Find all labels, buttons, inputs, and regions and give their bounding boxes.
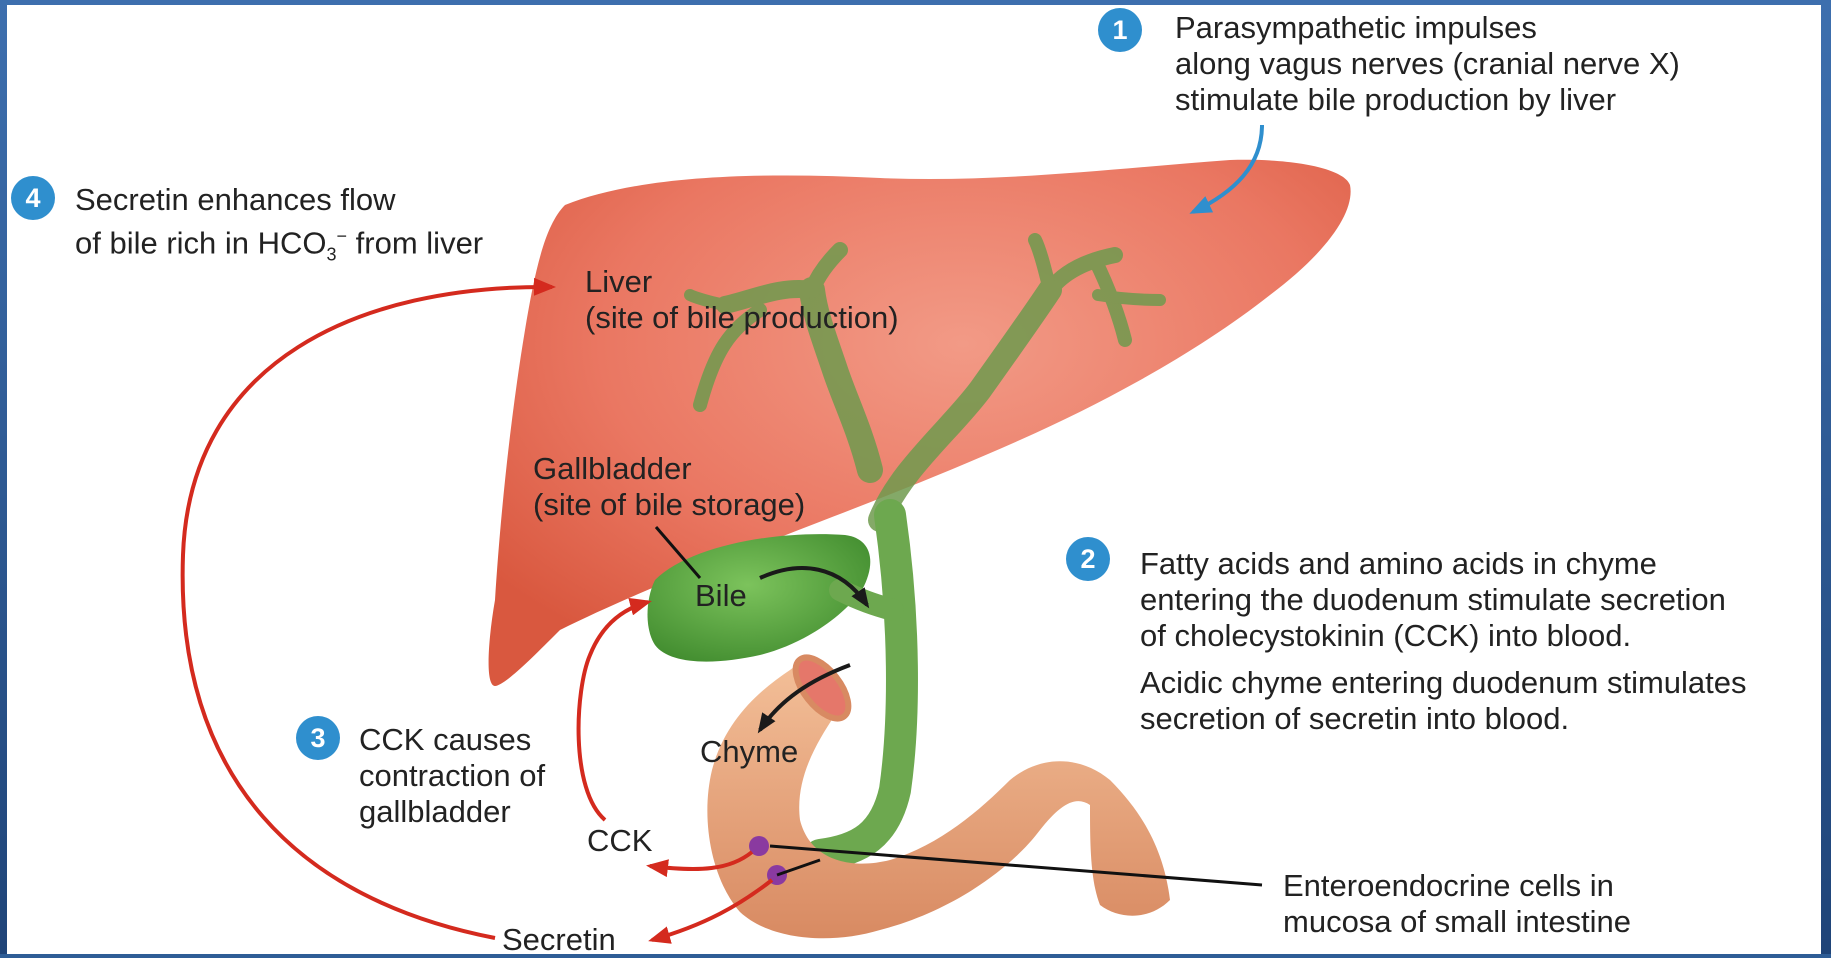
chyme-label: Chyme [700, 734, 798, 770]
enteroendocrine-label: Enteroendocrine cells in mucosa of small… [1283, 868, 1631, 940]
step-4-badge: 4 [11, 176, 55, 220]
step-2-badge: 2 [1066, 537, 1110, 581]
gallbladder-label: Gallbladder (site of bile storage) [533, 451, 805, 523]
step-3-text: CCK causes contraction of gallbladder [359, 722, 545, 830]
cck-label: CCK [587, 823, 652, 859]
step-4-text: Secretin enhances flow of bile rich in H… [75, 182, 483, 273]
step-1-text: Parasympathetic impulses along vagus ner… [1175, 10, 1680, 118]
secretin-label: Secretin [502, 922, 616, 958]
bile-label: Bile [695, 578, 747, 614]
step-1-badge: 1 [1098, 8, 1142, 52]
hco3-charge: − [337, 226, 348, 246]
step-2-extra-text: Acidic chyme entering duodenum stimulate… [1140, 665, 1747, 737]
step-3-badge: 3 [296, 716, 340, 760]
hco3-subscript: 3 [327, 245, 337, 265]
step-2-text: Fatty acids and amino acids in chyme ent… [1140, 546, 1726, 654]
liver-label: Liver (site of bile production) [585, 264, 899, 336]
